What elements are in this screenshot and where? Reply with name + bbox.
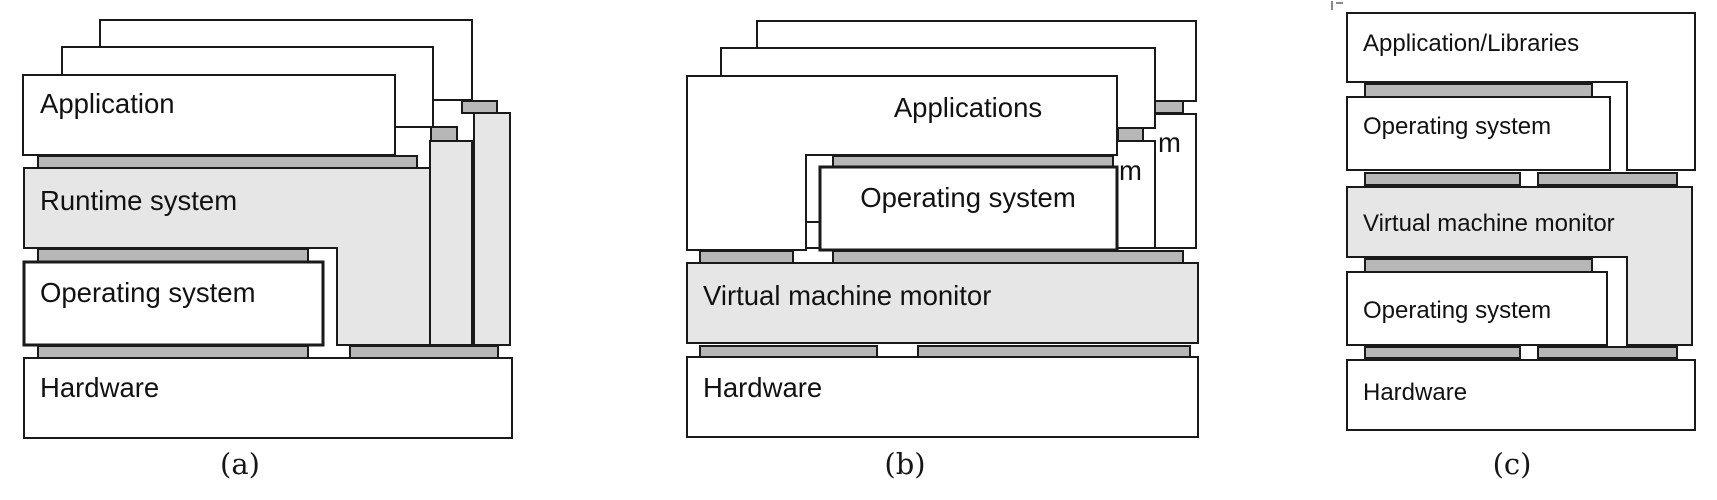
hardware-interface-strip-left xyxy=(699,345,878,358)
stray-mark xyxy=(1331,1,1333,10)
runtime-interface-strip xyxy=(37,155,418,169)
application-box xyxy=(22,74,396,156)
virtual-machine-monitor-label: Virtual machine monitor xyxy=(703,280,991,311)
guest-os-interface-strip xyxy=(1364,83,1593,98)
virtual-machine-monitor-box xyxy=(1346,186,1693,346)
applications-label: Applications xyxy=(894,92,1042,123)
virtual-machine-monitor-box xyxy=(686,262,1199,344)
application-libraries-label: Application/Libraries xyxy=(1363,30,1579,57)
vm2-interface-tab xyxy=(430,126,458,142)
panel-a-caption: (a) xyxy=(220,447,260,481)
vmm-interface-strip-left xyxy=(1364,172,1521,186)
hardware-box xyxy=(1346,359,1696,431)
vm2-runtime-column xyxy=(429,140,473,346)
hardware-interface-strip-left xyxy=(1364,346,1521,359)
guest-os-label: Operating system xyxy=(1363,113,1551,140)
panel-b-caption: (b) xyxy=(884,447,925,481)
applications-box xyxy=(686,75,1118,251)
hardware-box xyxy=(686,356,1199,438)
virtual-machine-monitor-label: Virtual machine monitor xyxy=(1363,210,1615,237)
hardware-interface-strip-right xyxy=(917,345,1191,358)
operating-system-box xyxy=(818,165,1119,252)
host-os-box xyxy=(1346,271,1608,346)
operating-system-label: Operating system xyxy=(860,182,1076,213)
hardware-box xyxy=(23,357,513,439)
panel-c-caption: (c) xyxy=(1493,447,1532,481)
panel-a: Application Runtime system Operating sys… xyxy=(22,19,513,481)
host-os-interface-strip xyxy=(1364,258,1593,273)
hardware-label: Hardware xyxy=(703,372,822,403)
host-os-label: Operating system xyxy=(1363,297,1551,324)
runtime-system-layer xyxy=(23,167,431,346)
vm3-interface-tab xyxy=(1154,100,1184,114)
operating-system-label: Operating system xyxy=(40,277,256,308)
hardware-label: Hardware xyxy=(40,372,159,403)
vm2-interface-tab xyxy=(1117,127,1144,142)
hardware-interface-strip-right xyxy=(1537,346,1678,359)
operating-system-box xyxy=(22,260,325,347)
vmm-interface-strip-right xyxy=(1537,172,1678,186)
hardware-interface-strip-right xyxy=(349,345,499,359)
application-label: Application xyxy=(40,88,175,119)
stray-mark xyxy=(1336,2,1343,4)
hardware-interface-strip-left xyxy=(37,345,309,359)
vm3-os-clipped-text: m xyxy=(1158,127,1181,158)
application-libraries-box xyxy=(1346,12,1696,171)
vm2-os-clipped-text: m xyxy=(1119,155,1142,186)
panel-b: m m Applications Operating system Virtua… xyxy=(686,20,1199,481)
os-interface-strip xyxy=(37,248,309,263)
guest-os-box xyxy=(1346,96,1611,171)
vm3-interface-tab xyxy=(461,100,498,114)
vmm-interface-strip-left xyxy=(699,250,794,264)
panel-c: Application/Libraries Operating system V… xyxy=(1331,1,1696,481)
vmm-interface-strip-right xyxy=(832,250,1184,264)
hardware-label: Hardware xyxy=(1363,379,1467,406)
vm3-runtime-column xyxy=(473,112,511,346)
runtime-system-label: Runtime system xyxy=(40,185,237,216)
